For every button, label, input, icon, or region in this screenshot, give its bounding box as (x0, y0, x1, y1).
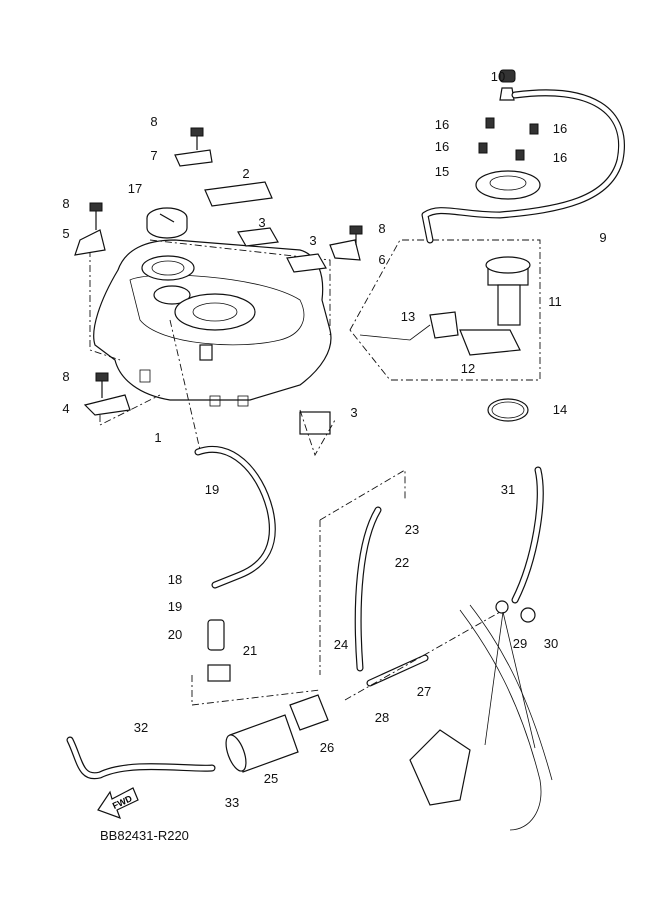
callout-29: 29 (513, 636, 527, 651)
tank-cover (204, 181, 273, 207)
callout-31: 31 (501, 482, 515, 497)
fuel-tank (89, 239, 332, 407)
callout-16: 16 (553, 150, 567, 165)
bolts (89, 127, 363, 398)
callout-3: 3 (258, 215, 265, 230)
bracket-7 (174, 149, 213, 167)
callout-19: 19 (168, 599, 182, 614)
callout-8: 8 (62, 196, 69, 211)
callout-3: 3 (350, 405, 357, 420)
callout-23: 23 (405, 522, 419, 537)
frame-section (409, 600, 553, 831)
callout-10: 10 (491, 69, 505, 84)
callout-26: 26 (320, 740, 334, 755)
fuel-pump-assembly (349, 69, 541, 422)
bracket-5 (74, 229, 106, 256)
callout-30: 30 (544, 636, 558, 651)
joint-21 (207, 664, 231, 682)
callout-9: 9 (599, 230, 606, 245)
canister (225, 714, 299, 773)
callout-15: 15 (435, 164, 449, 179)
callout-27: 27 (417, 684, 431, 699)
callout-8: 8 (62, 369, 69, 384)
callout-21: 21 (243, 643, 257, 658)
damper-c (299, 411, 331, 435)
hoses (66, 89, 625, 780)
callout-28: 28 (375, 710, 389, 725)
callout-4: 4 (62, 401, 69, 416)
fuel-filter-20 (207, 619, 225, 651)
valve-26 (289, 694, 329, 731)
callout-11: 11 (548, 294, 562, 309)
callout-8: 8 (378, 221, 385, 236)
callout-32: 32 (134, 720, 148, 735)
fuel-cap (146, 207, 188, 239)
bracket-4 (83, 394, 131, 416)
leader-lines (99, 319, 536, 749)
callout-12: 12 (461, 361, 475, 376)
callout-33: 33 (225, 795, 239, 810)
damper-b (286, 253, 327, 273)
callout-8: 8 (150, 114, 157, 129)
bracket-6 (329, 239, 361, 261)
callout-16: 16 (553, 121, 567, 136)
callout-18: 18 (168, 572, 182, 587)
callout-25: 25 (264, 771, 278, 786)
callout-20: 20 (168, 627, 182, 642)
callout-14: 14 (553, 402, 567, 417)
callout-16: 16 (435, 139, 449, 154)
callout-24: 24 (334, 637, 348, 652)
callout-16: 16 (435, 117, 449, 132)
callout-7: 7 (150, 148, 157, 163)
callout-3: 3 (309, 233, 316, 248)
callout-22: 22 (395, 555, 409, 570)
callout-5: 5 (62, 226, 69, 241)
callout-13: 13 (401, 309, 415, 324)
forward-arrow-icon: FWD (97, 787, 139, 820)
callout-19: 19 (205, 482, 219, 497)
callout-1: 1 (154, 430, 161, 445)
callout-2: 2 (242, 166, 249, 181)
callout-6: 6 (378, 252, 385, 267)
diagram-code: BB82431-R220 (100, 828, 189, 843)
damper-a (237, 227, 279, 247)
callout-17: 17 (128, 181, 142, 196)
